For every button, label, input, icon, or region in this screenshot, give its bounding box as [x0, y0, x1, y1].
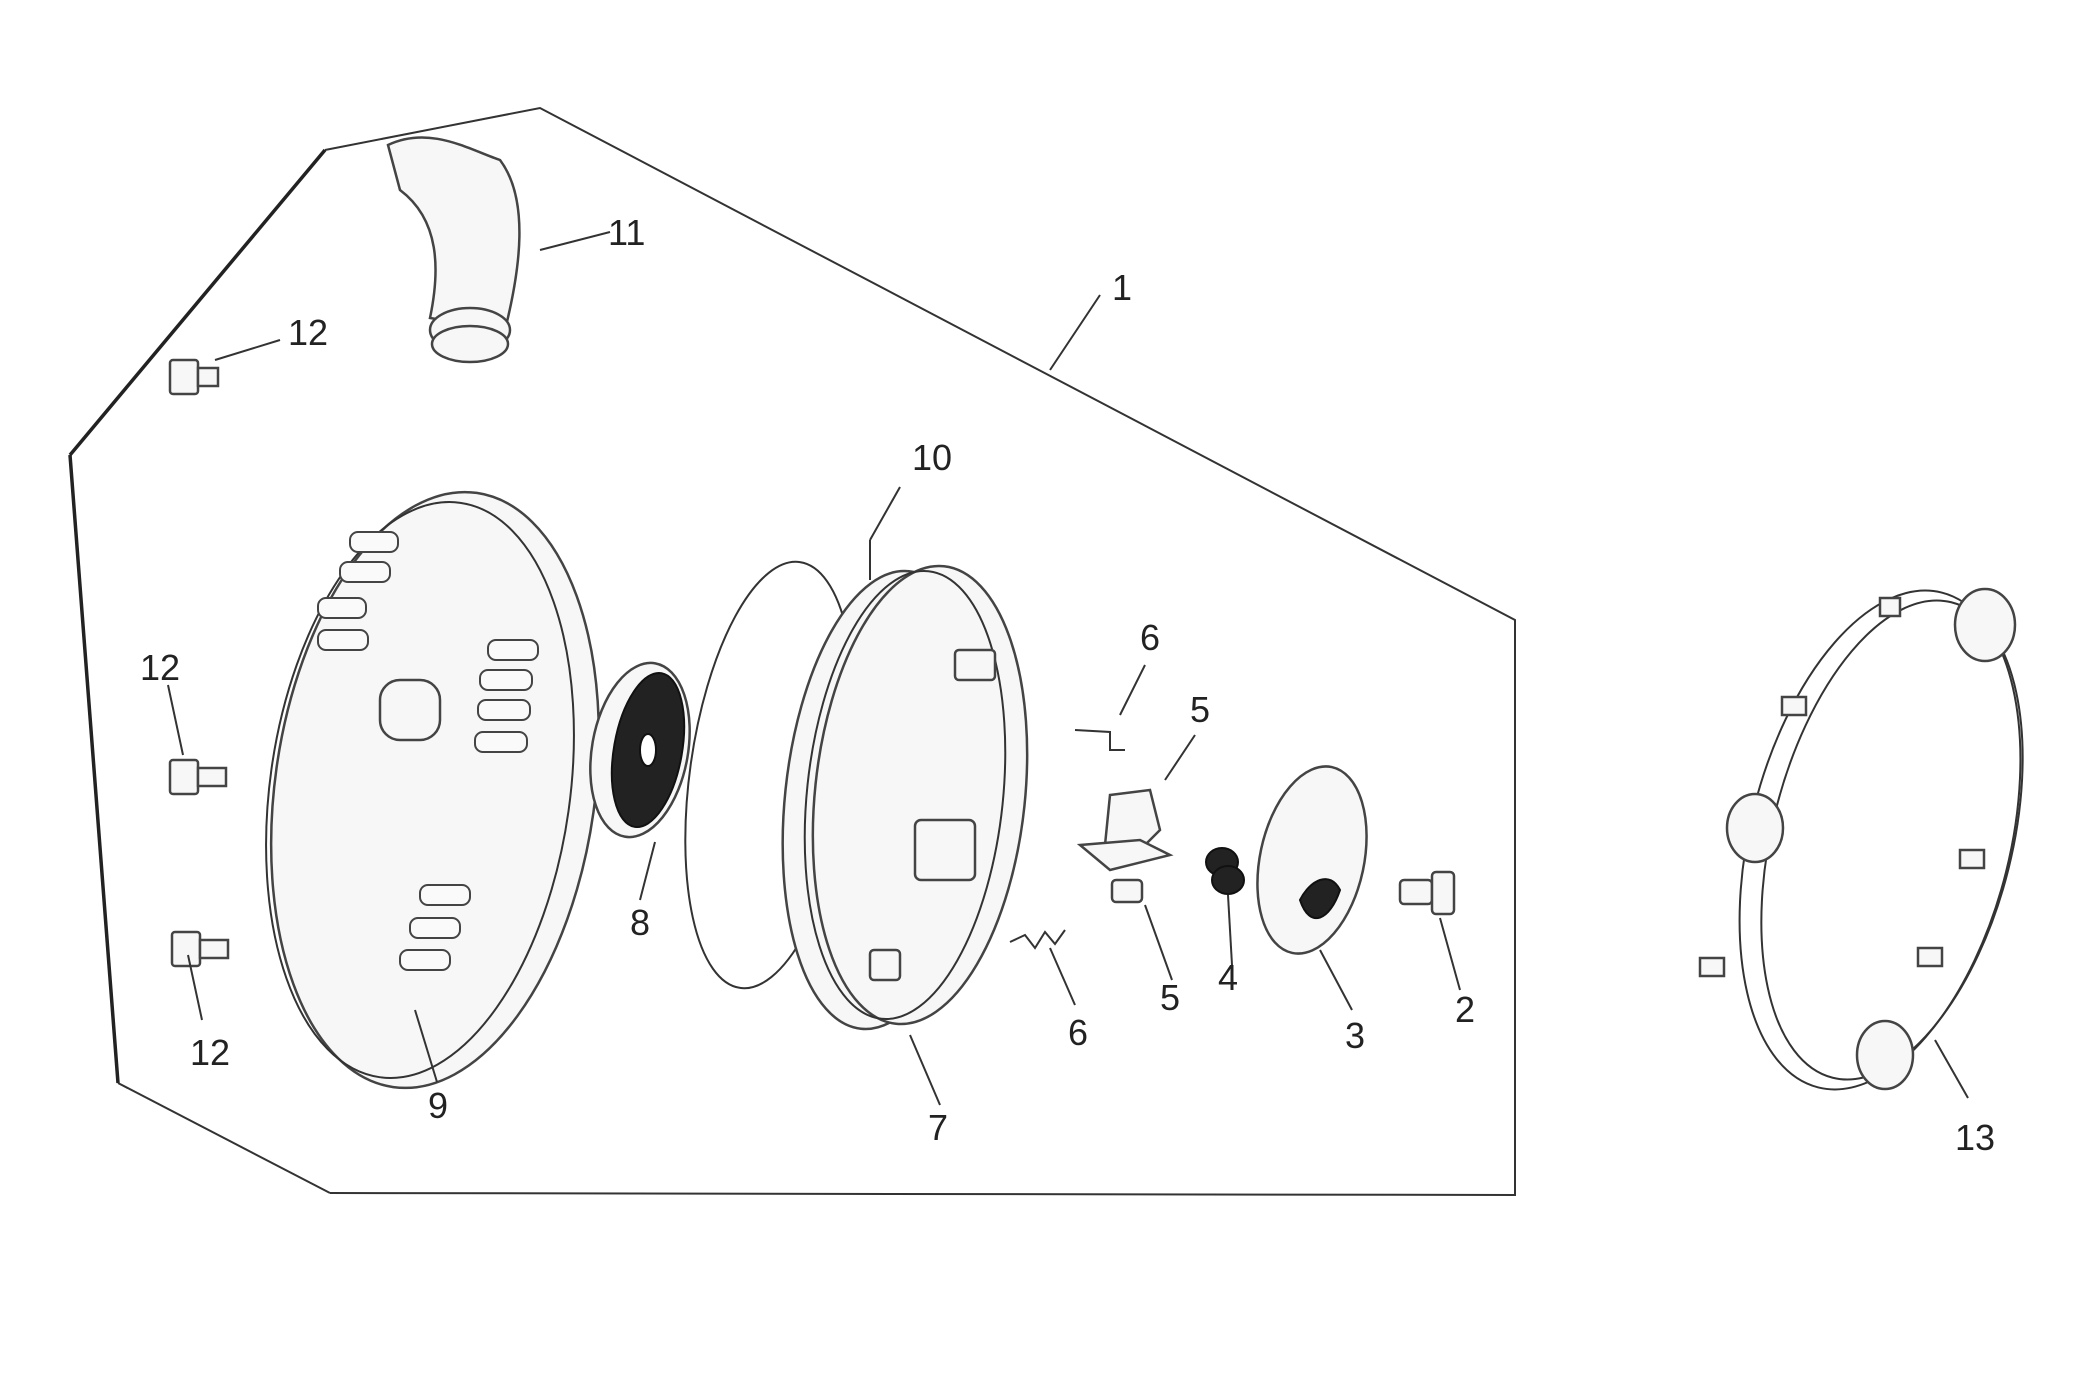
callout-12: 12: [190, 1032, 230, 1073]
callout-2: 2: [1455, 989, 1475, 1030]
callout-13: 13: [1955, 1117, 1995, 1158]
vent-slots: [317, 531, 539, 971]
callout-1: 1: [1112, 267, 1132, 308]
callout-10: 10: [912, 437, 952, 478]
part-5-pawl: [1103, 788, 1162, 852]
callout-5: 5: [1160, 977, 1180, 1018]
part-12-bolt: [170, 930, 230, 968]
part-2-screw: [1398, 870, 1456, 916]
part-9-housing-cover: [265, 490, 601, 1090]
callout-3: 3: [1345, 1015, 1365, 1056]
part-5-pawl: [1076, 838, 1174, 904]
leader-lines: [167, 231, 1969, 1106]
part-12-bolt: [168, 358, 220, 396]
callout-6: 6: [1140, 617, 1160, 658]
callout-6: 6: [1068, 1012, 1088, 1053]
part-3-ratchet: [1256, 765, 1368, 955]
callout-7: 7: [928, 1107, 948, 1148]
callout-11: 11: [608, 212, 645, 253]
part-6-spring: [1074, 729, 1125, 751]
assembly-outline: [68, 106, 1516, 1197]
part-13-gasket: [1698, 587, 2024, 1091]
callout-12: 12: [288, 312, 328, 353]
part-7-pulley: [781, 564, 1029, 1031]
part-12-bolt: [168, 758, 228, 796]
callout-9: 9: [428, 1085, 448, 1126]
callout-5: 5: [1190, 689, 1210, 730]
part-8-recoil-spring: [589, 661, 691, 839]
part-11-elbow-duct: [386, 136, 521, 364]
callout-12: 12: [140, 647, 180, 688]
callout-4: 4: [1218, 957, 1238, 998]
part-6-spring: [1009, 929, 1066, 950]
callout-labels: 1 11 12 12 12 9 10 8 7 6 6 5 5 4 3 2 13: [140, 212, 1995, 1158]
part-4-compression-spring: [1205, 847, 1245, 895]
callout-8: 8: [630, 902, 650, 943]
